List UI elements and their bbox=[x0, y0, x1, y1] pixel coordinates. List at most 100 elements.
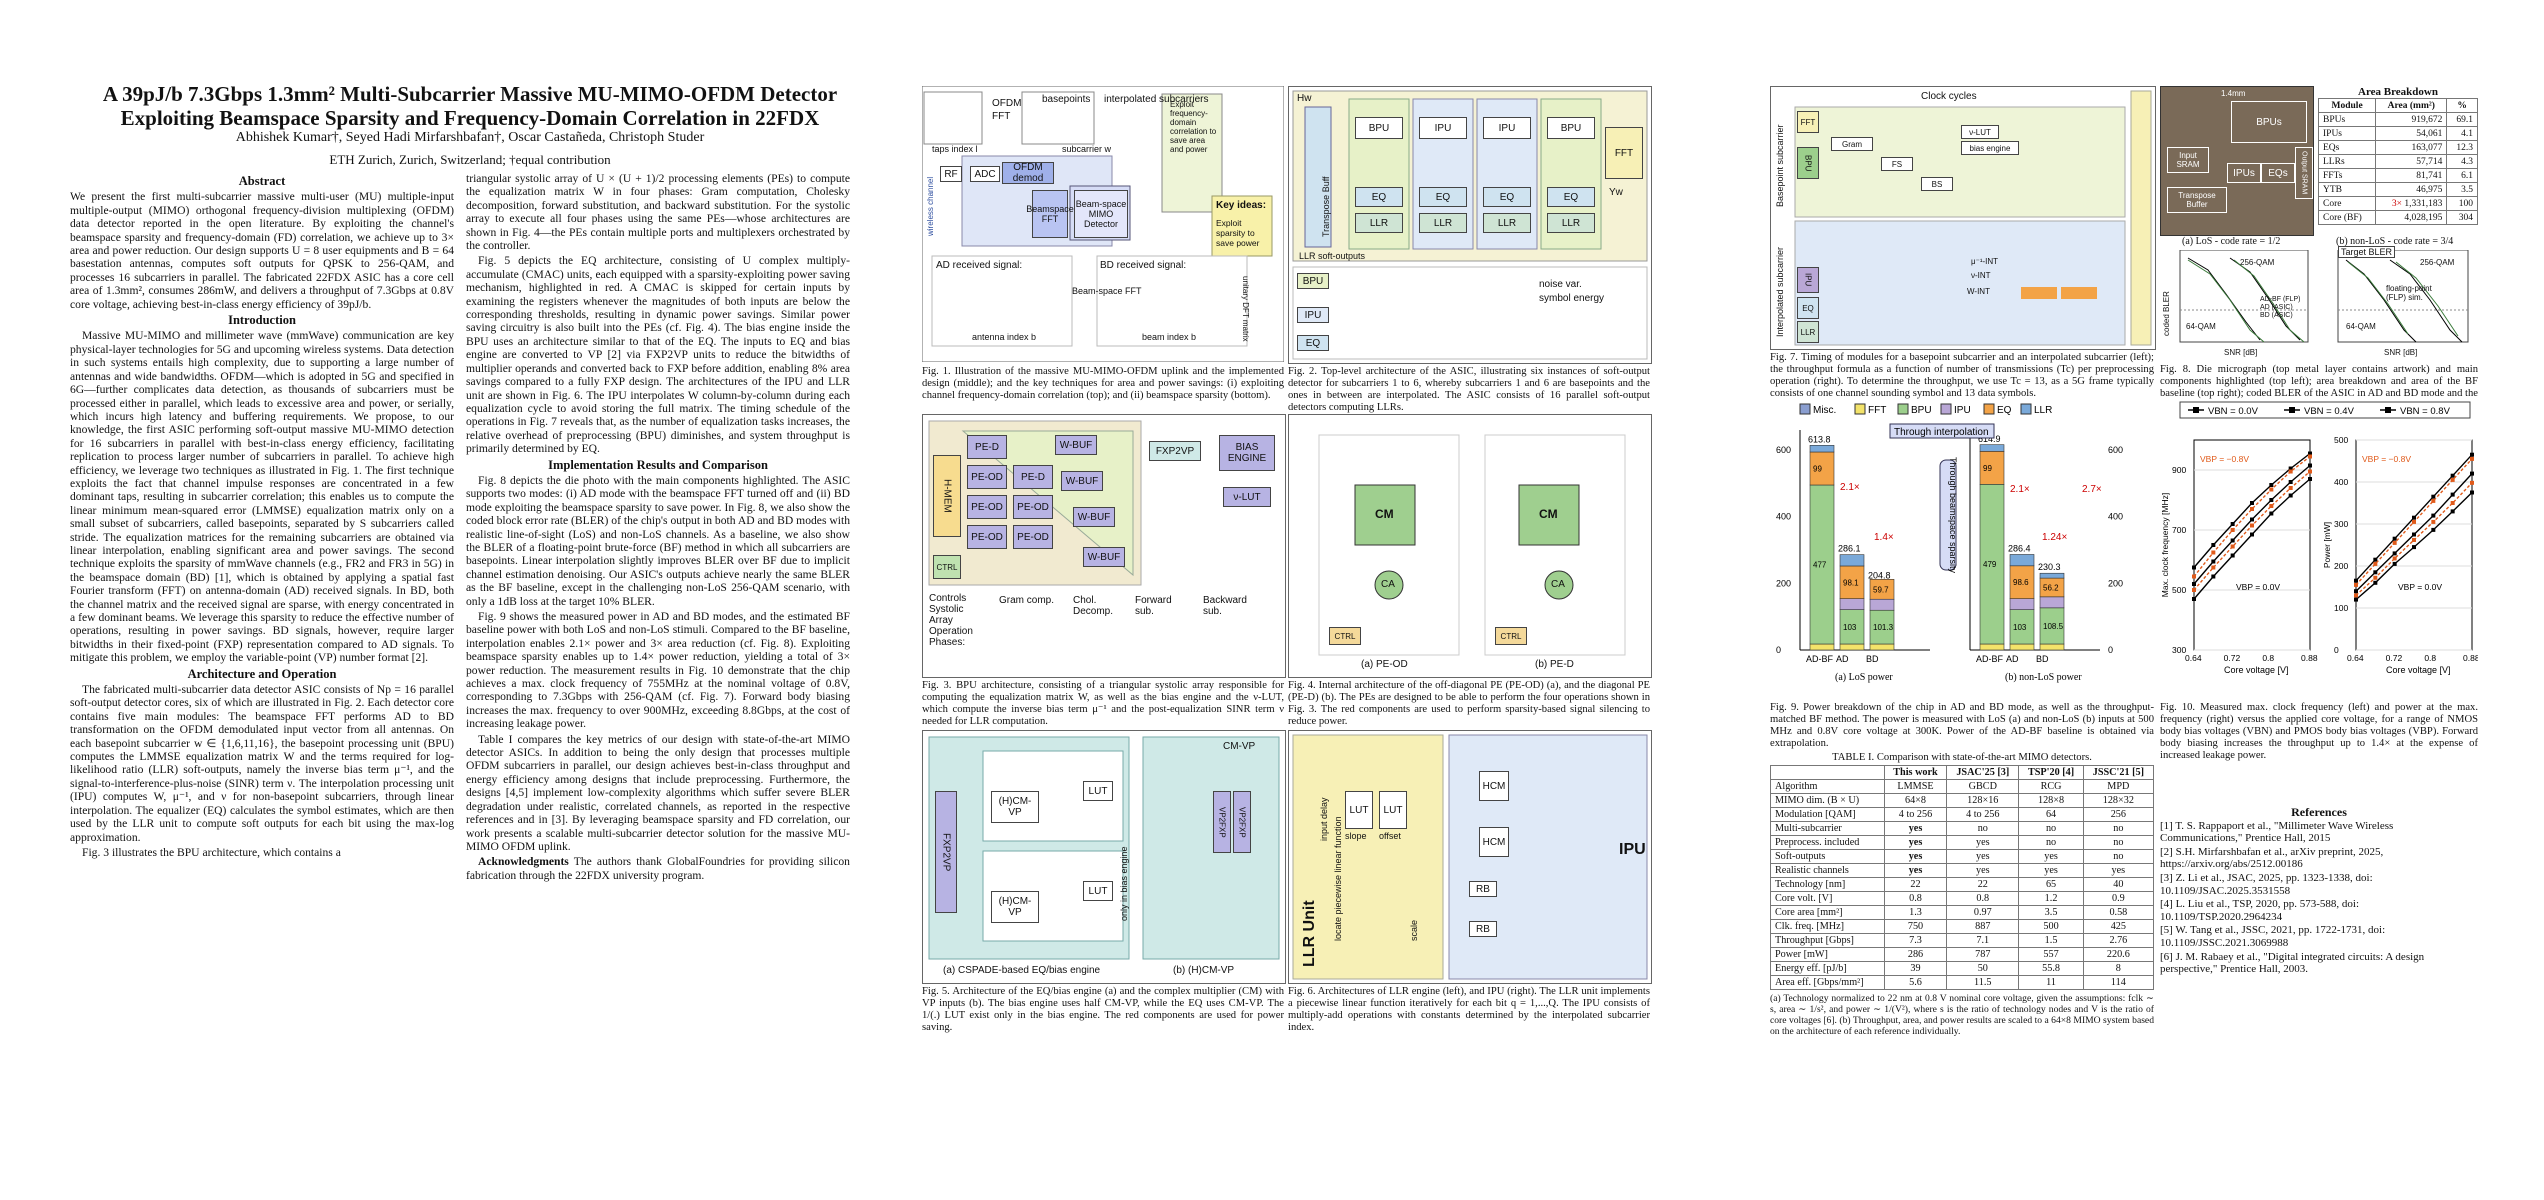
x-axis-label: Core voltage [V] bbox=[2386, 665, 2451, 675]
table-cell: 2.76 bbox=[2082, 933, 2155, 948]
data-point bbox=[2412, 532, 2416, 537]
bar-segment bbox=[1839, 643, 1865, 651]
x-tick-label: 0.88 bbox=[2301, 653, 2318, 663]
table-cell: 256 bbox=[2082, 807, 2155, 822]
bar-segment bbox=[2009, 643, 2035, 651]
table-cell: yes bbox=[1946, 863, 2020, 878]
table-cell: no bbox=[2082, 835, 2155, 850]
area-cell: 4.1 bbox=[2446, 126, 2478, 141]
table-cell: 750 bbox=[1883, 919, 1948, 934]
table-cell: LMMSE bbox=[1883, 779, 1948, 794]
fig7-graphic bbox=[1794, 90, 2152, 346]
fig5-hcmvp-1: (H)CM-VP bbox=[991, 791, 1039, 823]
ref-item: [1] T. S. Rappaport et al., "Millimeter … bbox=[2160, 819, 2394, 845]
table-cell: 0.9 bbox=[2082, 891, 2155, 906]
fig2-eq-6: EQ bbox=[1547, 187, 1595, 207]
table-cell: 787 bbox=[1946, 947, 2020, 962]
fig3-gram: Gram comp. bbox=[999, 595, 1055, 606]
fig1-beam-fft-arrow: Beam-space FFT bbox=[1072, 286, 1142, 296]
table-cell: Area eff. [Gbps/mm²] bbox=[1770, 975, 1885, 990]
data-point bbox=[2450, 473, 2455, 478]
area-head: % bbox=[2446, 98, 2478, 113]
data-point bbox=[2450, 509, 2455, 514]
table-cell: Technology [nm] bbox=[1770, 877, 1885, 892]
area-cell: 919,672 bbox=[2375, 112, 2448, 127]
area-cell: 163,077 bbox=[2375, 140, 2448, 155]
fig7-caption: Fig. 7. Timing of modules for a basepoin… bbox=[1770, 352, 2154, 399]
data-point bbox=[2288, 493, 2293, 498]
table-cell: 286 bbox=[1883, 947, 1948, 962]
area-cell: 4.3 bbox=[2446, 154, 2478, 169]
data-point bbox=[2373, 557, 2378, 562]
data-point bbox=[2269, 498, 2274, 502]
fig1-label-subcarrier: subcarrier w bbox=[1062, 144, 1112, 154]
legend-label: VBN = 0.0V bbox=[2208, 406, 2259, 417]
bar-value-label: 98.6 bbox=[2013, 578, 2029, 587]
y-tick-label: 200 bbox=[1776, 578, 1791, 588]
y-tick-label: 700 bbox=[2172, 525, 2186, 535]
fig2: Hw BPU IPU IPU BPU EQ EQ EQ EQ LLR LLR L… bbox=[1288, 86, 1652, 364]
legend-label: VBN = 0.4V bbox=[2304, 406, 2355, 417]
table-cell: yes bbox=[1883, 863, 1948, 878]
fig5-lut-2: LUT bbox=[1083, 881, 1113, 901]
fig1-bd-signal: BD received signal: bbox=[1100, 260, 1187, 271]
fig2-eq-1: EQ bbox=[1355, 187, 1403, 207]
bar-value-label: 99 bbox=[1983, 464, 1992, 473]
bar-segment bbox=[1869, 609, 1895, 645]
y-tick-label: 400 bbox=[2108, 512, 2123, 522]
table-cell: no bbox=[2018, 835, 2084, 850]
y-axis-label: Max. clock frequency [MHz] bbox=[2160, 493, 2170, 597]
y-tick-label: 100 bbox=[2334, 603, 2348, 613]
die-photo: BPUs IPUs EQs Input SRAM Transpose Buffe… bbox=[2160, 86, 2314, 236]
fig5-lut-1: LUT bbox=[1083, 781, 1113, 801]
data-point bbox=[2392, 536, 2397, 541]
fig2-ipu-3: IPU bbox=[1483, 117, 1531, 139]
fig4-graphic bbox=[1318, 434, 1626, 656]
data-point bbox=[2450, 501, 2455, 505]
data-point bbox=[2250, 532, 2254, 537]
bar-total-label: 286.4 bbox=[2008, 544, 2031, 554]
x-tick-label: 0.8 bbox=[2424, 653, 2436, 663]
data-point bbox=[2269, 483, 2274, 487]
fig8-legend-1: AD-BF (FLP) bbox=[2260, 296, 2301, 303]
fig8-legend-3: BD (ASIC) bbox=[2260, 312, 2293, 319]
table-cell: no bbox=[1946, 821, 2020, 836]
fig3-wbuf-1: W-BUF bbox=[1055, 435, 1097, 455]
legend-marker bbox=[2289, 407, 2295, 413]
die-bpus: BPUs bbox=[2231, 101, 2307, 143]
table-cell: Realistic channels bbox=[1770, 863, 1885, 878]
bar-value-label: 59.7 bbox=[1873, 585, 1889, 594]
table1-title: TABLE I. Comparison with state-of-the-ar… bbox=[1832, 752, 2092, 763]
fig6-rb-2: RB bbox=[1469, 921, 1497, 937]
table-cell: 4 to 256 bbox=[1946, 807, 2020, 822]
area-cell: Core (BF) bbox=[2317, 210, 2377, 225]
table-cell: Algorithm bbox=[1770, 779, 1885, 794]
fig2-graphic bbox=[1292, 90, 1648, 360]
data-point bbox=[2354, 593, 2358, 598]
table-cell: 0.8 bbox=[1946, 891, 2020, 906]
data-point bbox=[2450, 477, 2455, 482]
abstract-text: We present the first multi-subcarrier ma… bbox=[70, 190, 454, 311]
legend-swatch bbox=[1799, 403, 1811, 415]
table-cell: MIMO dim. (B × U) bbox=[1770, 793, 1885, 808]
fig2-energy: symbol energy bbox=[1539, 293, 1605, 304]
impl-paragraph-2: Fig. 9 shows the measured power in AD an… bbox=[466, 610, 850, 731]
table-cell: Power [mW] bbox=[1770, 947, 1885, 962]
table-cell: 557 bbox=[2018, 947, 2084, 962]
area-cell: 57,714 bbox=[2375, 154, 2448, 169]
data-point bbox=[2230, 528, 2235, 532]
y-tick-label: 500 bbox=[2172, 585, 2186, 595]
fig2-transpose: Transpose Buff bbox=[1321, 176, 1331, 237]
fig1-label-ofdm: OFDM bbox=[992, 98, 1022, 109]
bar-segment bbox=[1869, 598, 1895, 611]
data-point bbox=[2211, 565, 2216, 570]
die-output-sram: Output SRAM bbox=[2295, 147, 2313, 199]
x-tick-label: AD-BF bbox=[1976, 654, 2004, 664]
table-cell: 425 bbox=[2082, 919, 2155, 934]
data-point bbox=[2431, 527, 2436, 532]
